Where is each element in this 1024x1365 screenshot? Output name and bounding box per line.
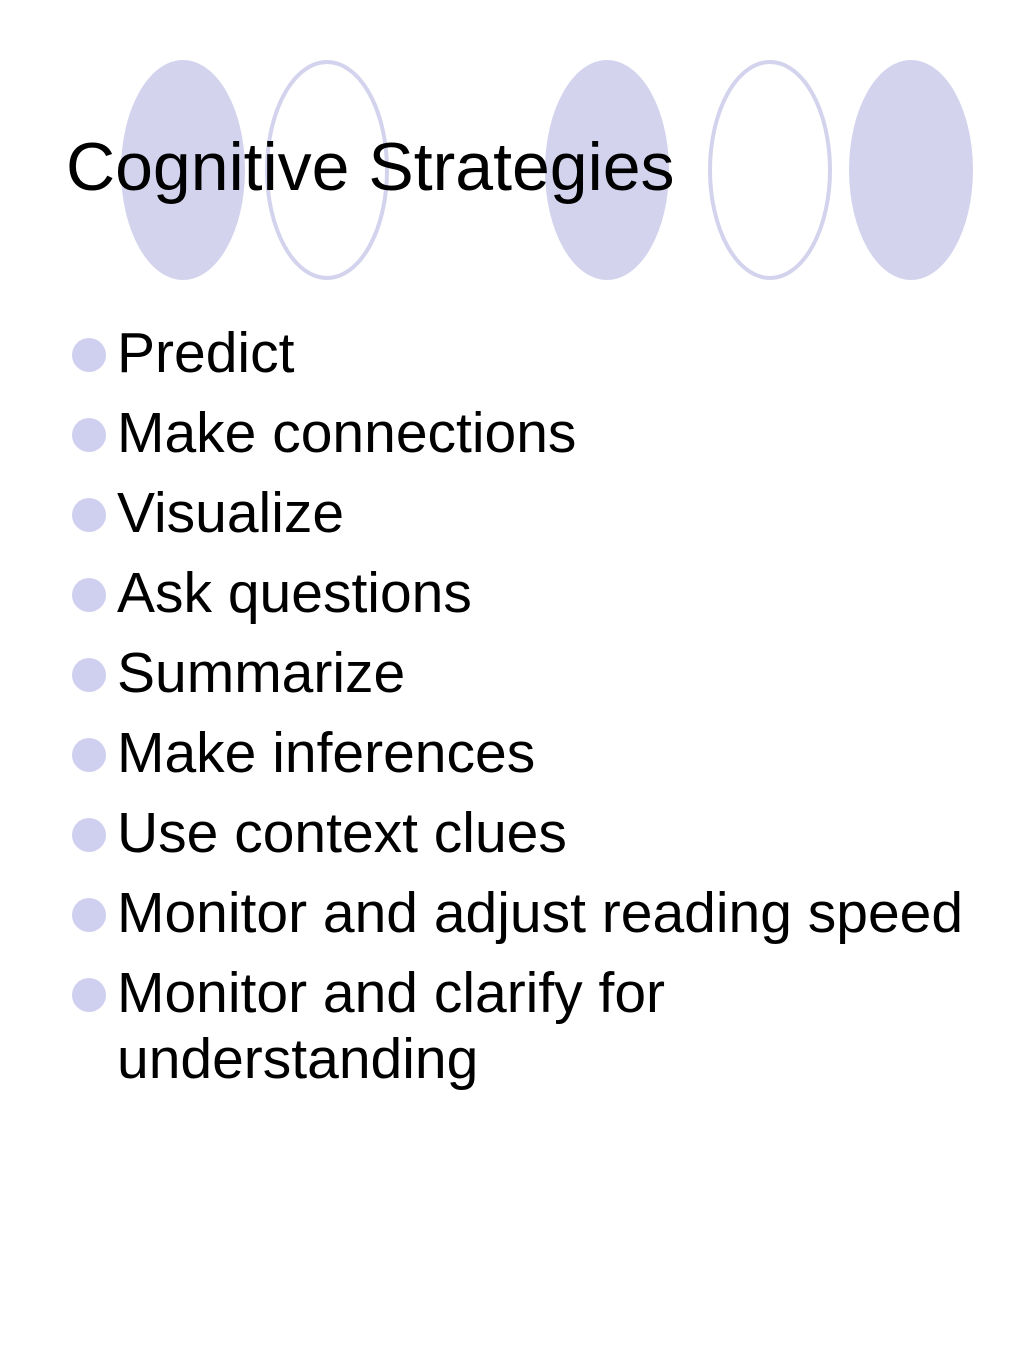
bullet-dot-icon — [72, 338, 106, 372]
bullet-dot-icon — [72, 578, 106, 612]
bullet-item: Use context clues — [72, 800, 972, 866]
bullet-text: Make connections — [117, 401, 577, 465]
oval-outline-1 — [265, 60, 389, 280]
bullet-text: Predict — [117, 321, 295, 385]
oval-outline-2 — [708, 60, 832, 280]
bullet-text: Monitor and adjust reading speed — [117, 881, 964, 945]
bullet-dot-icon — [72, 898, 106, 932]
bullet-item: Ask questions — [72, 560, 972, 626]
bullet-item: Monitor and adjust reading speed — [72, 880, 972, 946]
bullet-item: Summarize — [72, 640, 972, 706]
bullet-text: Visualize — [117, 481, 345, 545]
bullet-dot-icon — [72, 738, 106, 772]
bullet-dot-icon — [72, 498, 106, 532]
bullet-dot-icon — [72, 818, 106, 852]
bullet-item: Monitor and clarify for understanding — [72, 960, 972, 1092]
bullet-text: Make inferences — [117, 721, 536, 785]
bullet-text: Use context clues — [117, 801, 567, 865]
bullet-dot-icon — [72, 978, 106, 1012]
bullet-item: Make inferences — [72, 720, 972, 786]
bullet-item: Visualize — [72, 480, 972, 546]
bullet-text: Monitor and clarify for understanding — [117, 961, 666, 1091]
bullet-text: Summarize — [117, 641, 406, 705]
oval-filled-3 — [849, 60, 973, 280]
decorative-ovals — [121, 60, 973, 280]
bullet-dot-icon — [72, 418, 106, 452]
bullet-list: Predict Make connections Visualize Ask q… — [72, 320, 972, 1106]
oval-filled-2 — [545, 60, 669, 280]
bullet-text: Ask questions — [117, 561, 472, 625]
bullet-item: Make connections — [72, 400, 972, 466]
bullet-dot-icon — [72, 658, 106, 692]
slide-title: Cognitive Strategies — [66, 129, 675, 205]
oval-filled-1 — [121, 60, 245, 280]
bullet-item: Predict — [72, 320, 972, 386]
